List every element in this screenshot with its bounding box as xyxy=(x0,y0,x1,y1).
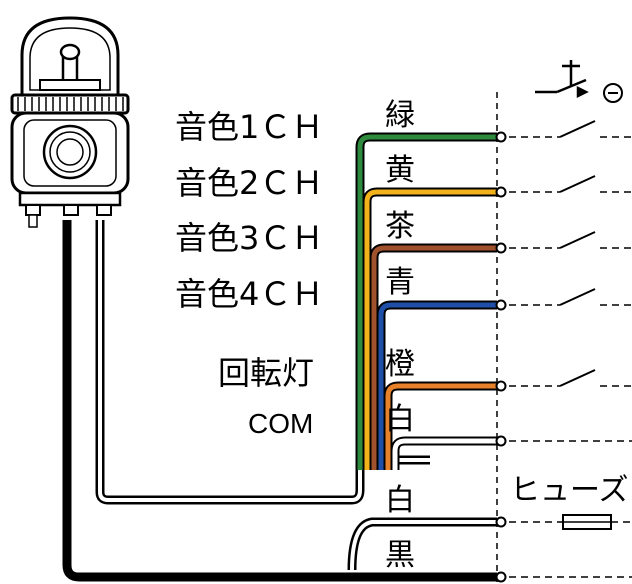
terminal-point xyxy=(495,516,507,528)
terminal-point xyxy=(495,435,507,447)
wire-name-green: 緑 xyxy=(385,98,415,133)
channel-label-4: 音色4ＣＨ xyxy=(175,275,323,313)
signal-tower-icon xyxy=(10,16,130,228)
signal-wire-white-com xyxy=(390,436,497,470)
power-wire-black xyxy=(62,220,497,582)
fuse-icon xyxy=(562,514,612,530)
switch-contact xyxy=(509,231,632,249)
wire-name-white-power: 白 xyxy=(385,483,415,518)
wire-name-yellow: 黄 xyxy=(385,153,415,188)
terminal-point xyxy=(495,571,507,583)
com-label: COM xyxy=(248,408,313,439)
switch-contact xyxy=(509,288,632,306)
terminal-point xyxy=(495,299,507,311)
terminal-point xyxy=(495,242,507,254)
switch-contact xyxy=(509,120,632,138)
signal-wire-orange xyxy=(383,381,497,470)
channel-label-1: 音色1ＣＨ xyxy=(175,108,323,146)
terminal-point xyxy=(495,380,507,392)
push-switch-icon xyxy=(535,60,623,103)
wire-name-brown: 茶 xyxy=(385,209,415,244)
power-wire-white xyxy=(95,220,497,571)
channel-label-3: 音色3ＣＨ xyxy=(175,219,323,257)
wire-name-white-com: 白 xyxy=(385,402,415,437)
terminal-point xyxy=(495,186,507,198)
wire-name-black-power: 黒 xyxy=(385,538,415,573)
terminal-group xyxy=(495,131,507,583)
fuse-label: ヒューズ xyxy=(510,473,629,508)
signal-wire-yellow xyxy=(362,187,497,470)
channel-label-2: 音色2ＣＨ xyxy=(175,164,323,202)
switch-contact xyxy=(509,175,632,193)
signal-wire-green xyxy=(355,132,497,470)
wire-name-orange: 橙 xyxy=(385,347,415,382)
signal-wire-blue xyxy=(376,300,497,470)
signal-wire-brown xyxy=(369,243,497,470)
wire-name-blue: 青 xyxy=(385,265,415,300)
signal-wire-group xyxy=(355,132,497,470)
terminal-point xyxy=(495,131,507,143)
switch-contact xyxy=(509,369,632,387)
lead-line-group xyxy=(509,120,632,578)
channel-label-rotary-light: 回転灯 xyxy=(218,354,314,392)
